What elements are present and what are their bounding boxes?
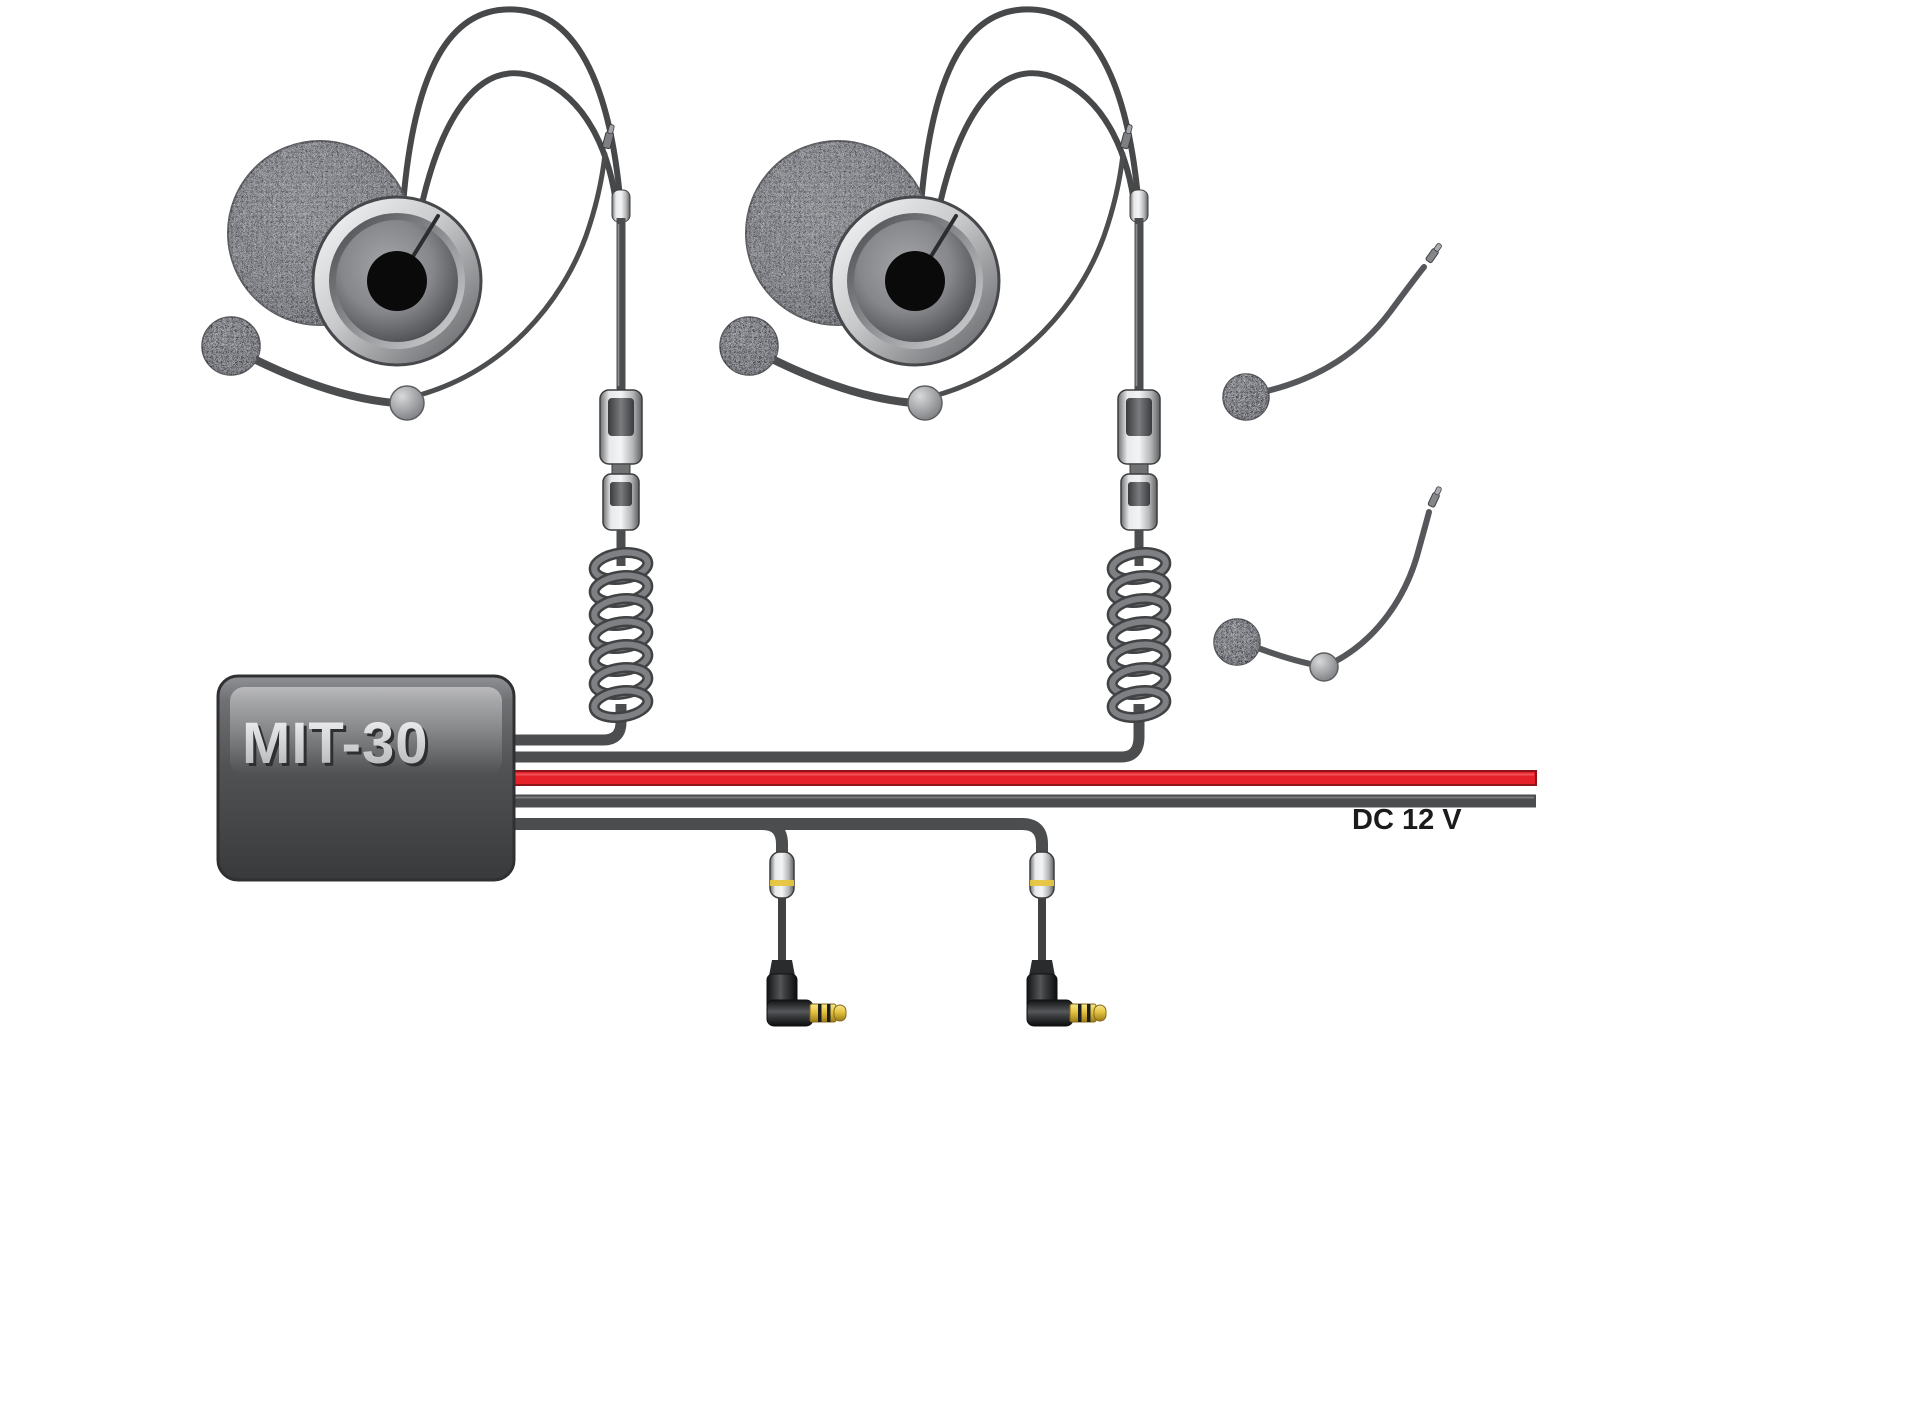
power-label: DC 12 V [1352,804,1462,836]
accessory-wire [466,794,1536,808]
jack-wire-2 [466,818,1048,854]
spare-mic-1 [1222,243,1442,421]
spare-mic-2 [1213,486,1442,682]
wiring-harness [465,704,1537,854]
power-wire [465,770,1537,786]
cable-to-unit-2 [466,704,1145,763]
device-label: MIT-30 [242,711,429,776]
control-unit: MIT-30 MIT-30 [216,674,516,882]
device-label-shadow: MIT-30 [245,714,432,779]
